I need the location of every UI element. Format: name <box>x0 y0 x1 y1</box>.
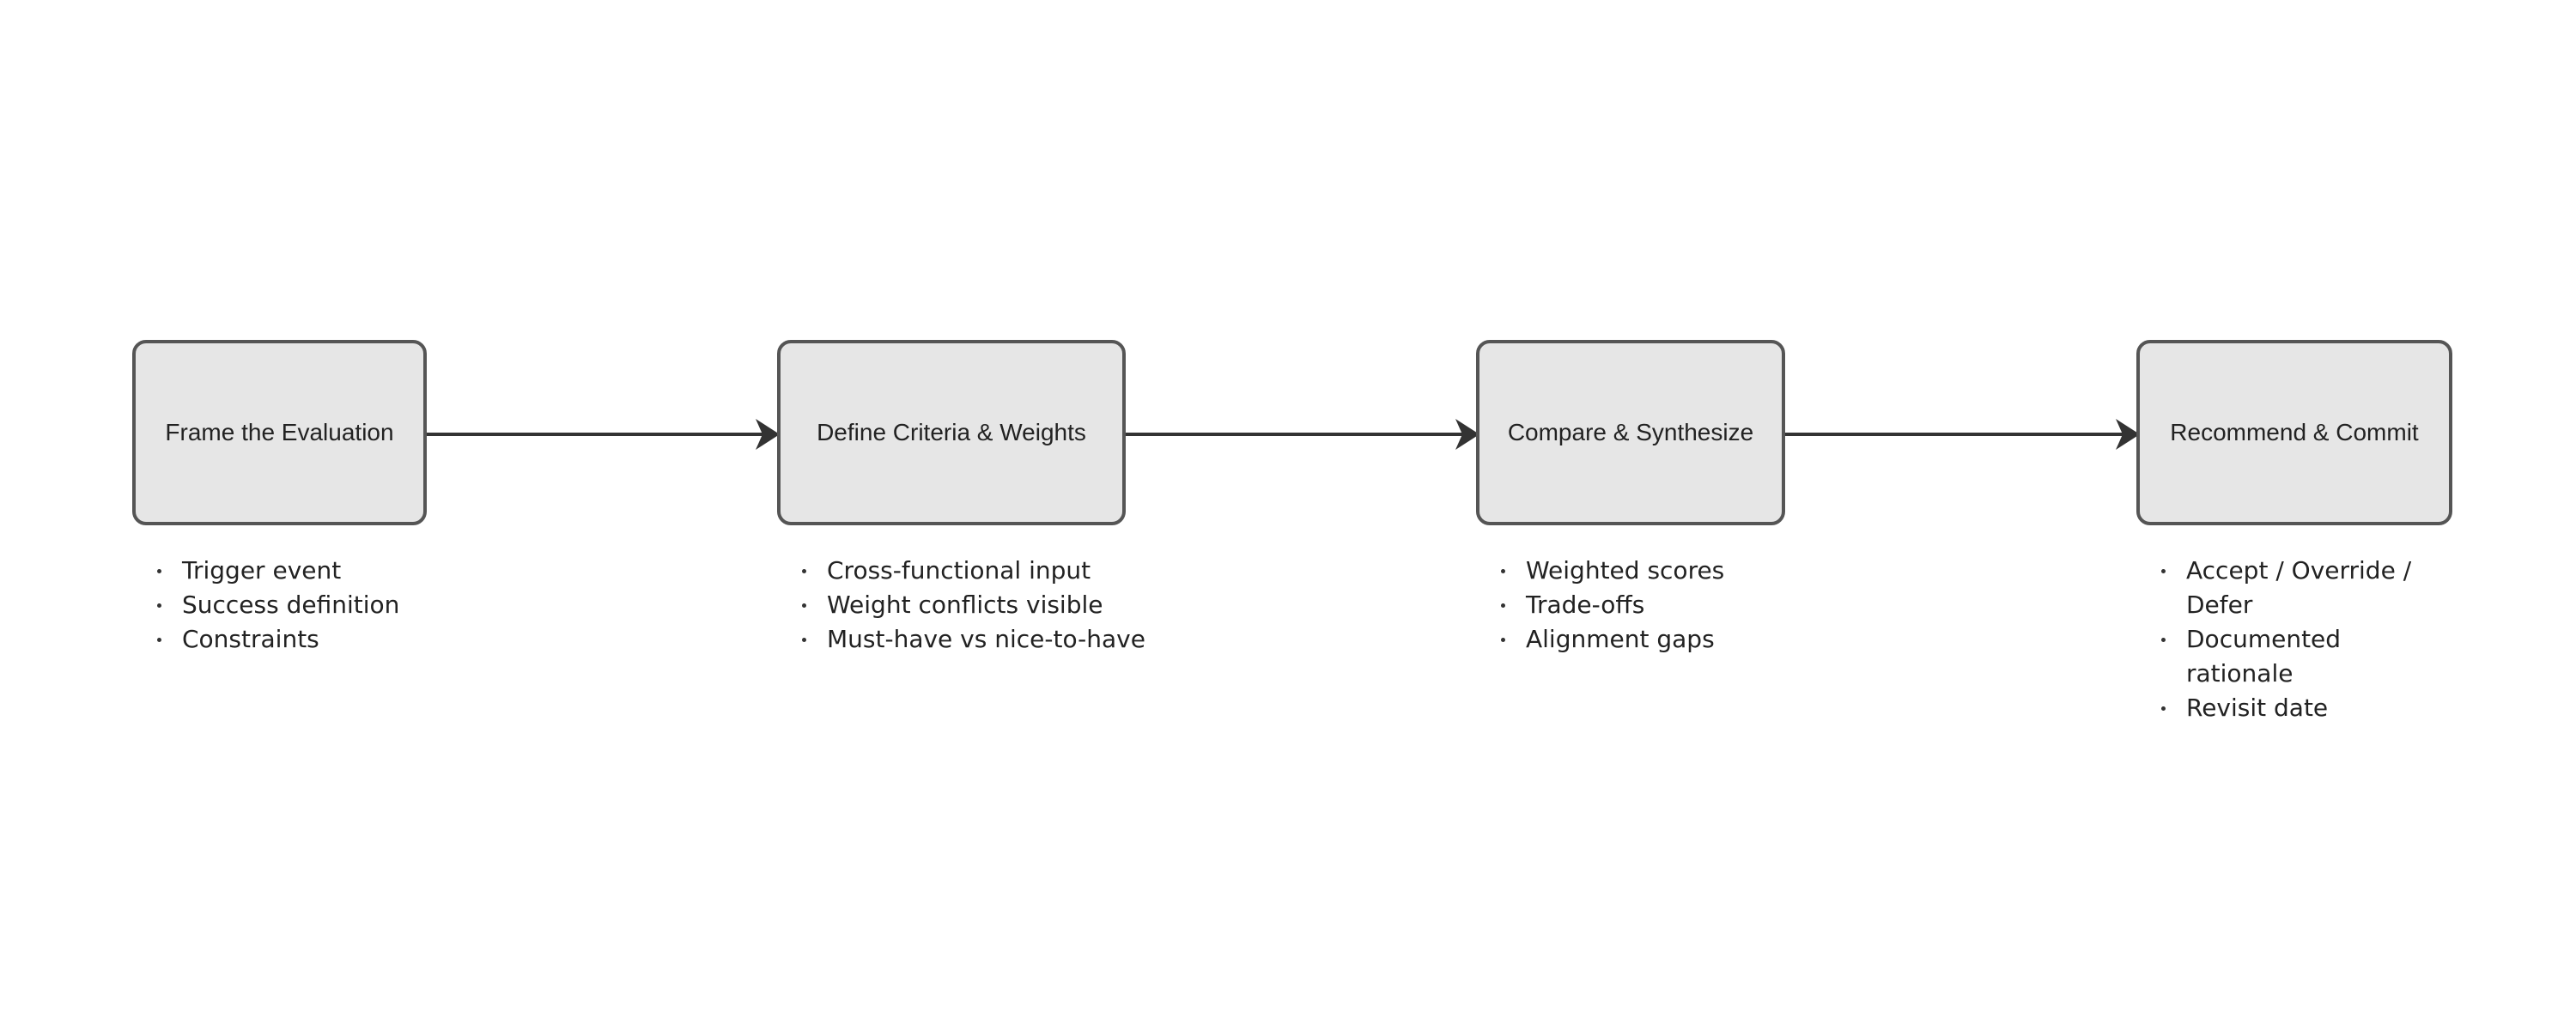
note-item: Weight conflicts visible <box>777 588 1206 622</box>
note-item: Success definition <box>132 588 493 622</box>
connector-2-to-3 <box>1126 419 1479 450</box>
stage-notes-frame-evaluation: Trigger event Success definition Constra… <box>132 554 493 657</box>
bullet-icon <box>802 569 806 573</box>
bullet-icon <box>1501 638 1505 642</box>
note-text: Cross-functional input <box>827 556 1091 585</box>
note-item: Trigger event <box>132 554 493 588</box>
bullet-icon <box>157 603 161 608</box>
bullet-icon <box>2161 638 2166 642</box>
note-item: Trade-offs <box>1476 588 1837 622</box>
note-text: Weight conflicts visible <box>827 591 1103 619</box>
stage-box-define-criteria[interactable]: Define Criteria & Weights <box>777 340 1126 525</box>
note-item: Documented rationale <box>2136 622 2454 691</box>
bullet-icon <box>157 638 161 642</box>
stage-title: Define Criteria & Weights <box>817 419 1086 445</box>
note-text: Documented rationale <box>2186 625 2342 688</box>
stage-title: Compare & Synthesize <box>1507 419 1754 445</box>
note-item: Revisit date <box>2136 691 2454 725</box>
note-text: Accept / Override / Defer <box>2186 556 2412 619</box>
note-item: Constraints <box>132 622 493 657</box>
stage-title: Frame the Evaluation <box>165 419 394 445</box>
stage-notes-recommend-commit: Accept / Override / Defer Documented rat… <box>2136 554 2454 725</box>
stage-box-compare-synthesize[interactable]: Compare & Synthesize <box>1476 340 1785 525</box>
note-item: Accept / Override / Defer <box>2136 554 2454 622</box>
arrowhead-icon <box>2116 419 2140 450</box>
connector-3-to-4 <box>1785 419 2140 450</box>
note-text: Revisit date <box>2186 694 2329 722</box>
note-text: Must-have vs nice-to-have <box>827 625 1145 653</box>
bullet-icon <box>1501 603 1505 608</box>
stage-title: Recommend & Commit <box>2170 419 2419 445</box>
note-text: Trigger event <box>182 556 342 585</box>
stage-box-frame-evaluation[interactable]: Frame the Evaluation <box>132 340 427 525</box>
note-item: Weighted scores <box>1476 554 1837 588</box>
bullet-icon <box>1501 569 1505 573</box>
bullet-icon <box>157 569 161 573</box>
bullet-icon <box>802 638 806 642</box>
bullet-icon <box>2161 569 2166 573</box>
note-item: Must-have vs nice-to-have <box>777 622 1206 657</box>
note-text: Constraints <box>182 625 319 653</box>
stage-notes-compare-synthesize: Weighted scores Trade-offs Alignment gap… <box>1476 554 1837 657</box>
bullet-icon <box>2161 706 2166 711</box>
arrowhead-icon <box>756 419 780 450</box>
note-item: Alignment gaps <box>1476 622 1837 657</box>
connector-1-to-2 <box>427 419 780 450</box>
note-item: Cross-functional input <box>777 554 1206 588</box>
note-text: Weighted scores <box>1526 556 1725 585</box>
stage-box-recommend-commit[interactable]: Recommend & Commit <box>2136 340 2452 525</box>
bullet-icon <box>802 603 806 608</box>
arrowhead-icon <box>1455 419 1479 450</box>
note-text: Alignment gaps <box>1526 625 1715 653</box>
stage-notes-define-criteria: Cross-functional input Weight conflicts … <box>777 554 1206 657</box>
note-text: Success definition <box>182 591 400 619</box>
note-text: Trade-offs <box>1526 591 1645 619</box>
